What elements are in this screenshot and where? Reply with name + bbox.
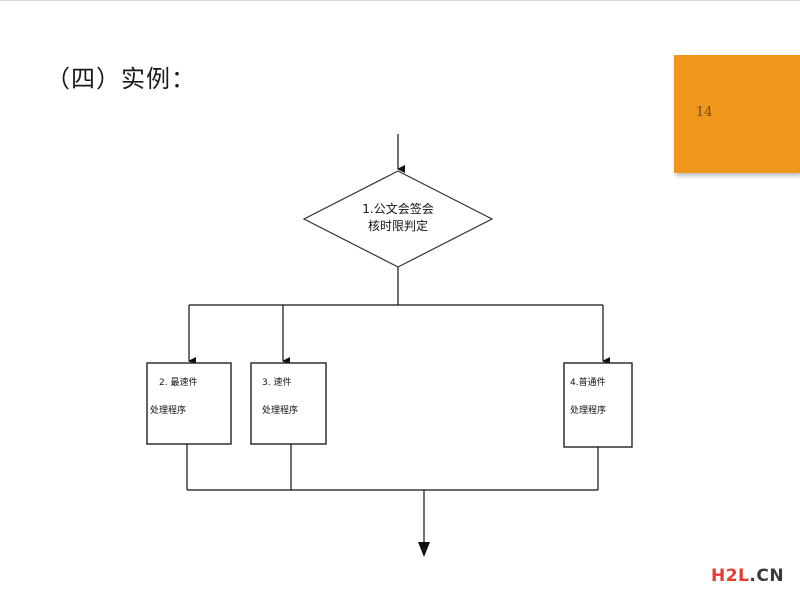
process-box-1-line1: 2. 最速件 bbox=[159, 376, 197, 388]
process-box-2-line1: 3. 速件 bbox=[262, 376, 291, 388]
process-box-1-line2: 处理程序 bbox=[150, 404, 186, 416]
process-box-3-line1: 4.普通件 bbox=[570, 376, 606, 388]
decision-label-line1: 1.公文会签会 bbox=[362, 201, 433, 216]
process-box-3-line2: 处理程序 bbox=[570, 404, 606, 416]
slide-title: （四）实例： bbox=[46, 65, 196, 93]
exit-arrowhead bbox=[418, 542, 430, 557]
process-box-1 bbox=[146, 362, 232, 445]
watermark-brand: H2L bbox=[711, 566, 750, 586]
decision-label-line2: 核时限判定 bbox=[368, 218, 428, 233]
watermark-logo: H2L.CN bbox=[711, 566, 784, 586]
process-box-2 bbox=[250, 362, 327, 445]
page-number-box: 14 bbox=[674, 55, 800, 173]
process-box-2-line2: 处理程序 bbox=[262, 404, 298, 416]
process-box-3 bbox=[563, 362, 633, 448]
watermark-suffix: .CN bbox=[749, 566, 785, 586]
page-number: 14 bbox=[696, 105, 713, 120]
